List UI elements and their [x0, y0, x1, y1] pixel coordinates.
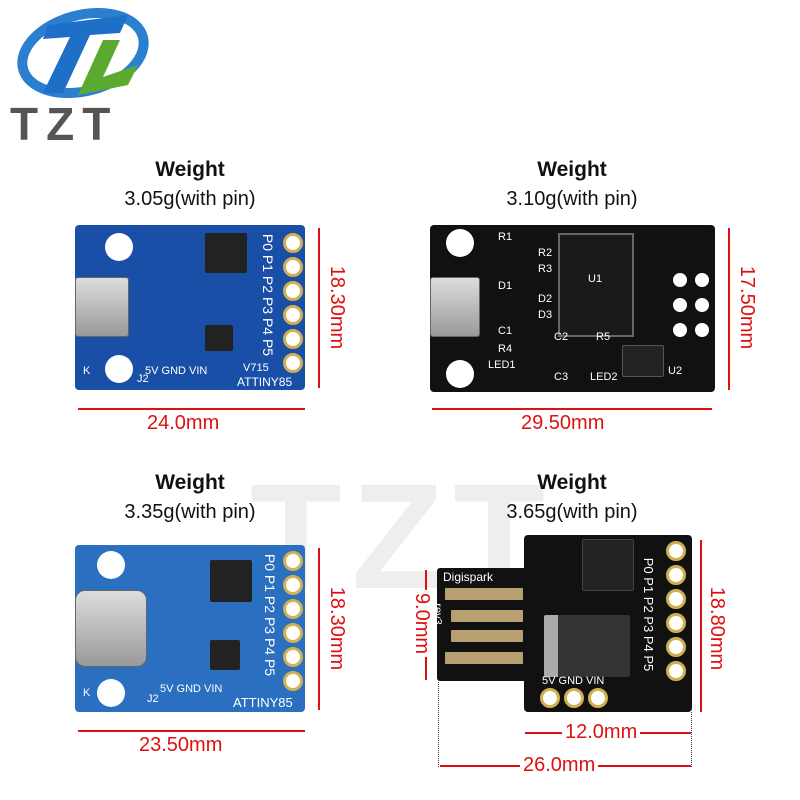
u2-label: U2 — [668, 365, 683, 377]
panel2-title: Weight — [537, 158, 607, 181]
panel1-board: P0 P1 P2 P3 P4 P5 5V GND VIN ATTINY85 V7… — [75, 225, 305, 390]
panel3-title: Weight — [155, 471, 225, 494]
d2-label: D2 — [538, 293, 553, 305]
panel2-board: U1 U2 R1 R2 R3 D1 D2 D3 C1 C2 R5 R4 LED1… — [430, 225, 715, 392]
rev-label: rev3 — [431, 603, 444, 625]
panel3-height: 18.30mm — [325, 583, 349, 674]
chip-label: ATTINY85 — [237, 375, 293, 389]
led2-label: LED2 — [590, 371, 618, 383]
width-dimension-line — [78, 408, 305, 410]
brand-label: Digispark — [443, 570, 494, 584]
version-label: V715 — [243, 362, 269, 374]
connector-label: J2 — [137, 373, 149, 385]
panel4-width: 26.0mm — [520, 754, 599, 777]
panel2-height: 17.50mm — [735, 262, 759, 353]
panel4-weight: 3.65g(with pin) — [506, 501, 638, 523]
panel2-weight: 3.10g(with pin) — [506, 188, 638, 210]
panel4-tab-height: 9.0mm — [410, 589, 434, 658]
logo-emblem-icon — [17, 7, 149, 99]
r4-label: R4 — [498, 343, 513, 355]
c3-label: C3 — [554, 371, 569, 383]
power-pin-labels: 5V GND VIN — [145, 365, 208, 377]
mark-label: K — [83, 687, 91, 699]
panel1-weight: 3.05g(with pin) — [124, 188, 256, 210]
power-pin-labels: 5V GND VIN — [160, 683, 223, 695]
panel4-title: Weight — [537, 471, 607, 494]
width-dimension-line — [432, 408, 712, 410]
led1-label: LED1 — [488, 359, 516, 371]
height-dimension-line — [318, 228, 320, 388]
height-dimension-line — [318, 548, 320, 710]
panel3-weight: 3.35g(with pin) — [124, 501, 256, 523]
panel4-tab-width: 12.0mm — [562, 721, 641, 744]
chip-label: ATTINY85 — [233, 695, 293, 710]
u1-label: U1 — [588, 273, 603, 285]
connector-label: J2 — [147, 693, 159, 705]
power-pin-labels: 5V GND VIN — [542, 675, 605, 687]
width-dimension-line — [78, 730, 305, 732]
panel4-board: P0 P1 P2 P3 P4 P5 5V GND VIN — [524, 535, 692, 712]
panel1-height: 18.30mm — [325, 262, 349, 353]
height-dimension-line — [728, 228, 730, 390]
panel3-board: P0 P1 P2 P3 P4 P5 5V GND VIN ATTINY85 J2… — [75, 545, 305, 712]
panel1-width: 24.0mm — [144, 412, 223, 435]
d1-label: D1 — [498, 280, 513, 292]
logo-text: TZT — [10, 98, 119, 150]
panel1-title: Weight — [155, 158, 225, 181]
pin-labels: P0 P1 P2 P3 P4 P5 — [262, 553, 279, 677]
c1-label: C1 — [498, 325, 513, 337]
d3-label: D3 — [538, 309, 553, 321]
height-dimension-line — [700, 540, 702, 712]
pin-labels: P0 P1 P2 P3 P4 P5 — [260, 233, 277, 357]
r1-label: R1 — [498, 231, 513, 243]
panel4-height: 18.80mm — [705, 583, 729, 674]
usb-tab: Digispark rev3 — [432, 568, 529, 681]
tzt-logo: TZT — [8, 5, 153, 150]
r2-label: R2 — [538, 247, 553, 259]
c2-label: C2 — [554, 331, 569, 343]
panel3-width: 23.50mm — [136, 734, 226, 757]
pin-labels: P0 P1 P2 P3 P4 P5 — [641, 557, 657, 672]
mark-label: K — [83, 365, 91, 377]
r3-label: R3 — [538, 263, 553, 275]
panel2-width: 29.50mm — [518, 412, 608, 435]
r5-label: R5 — [596, 331, 611, 343]
